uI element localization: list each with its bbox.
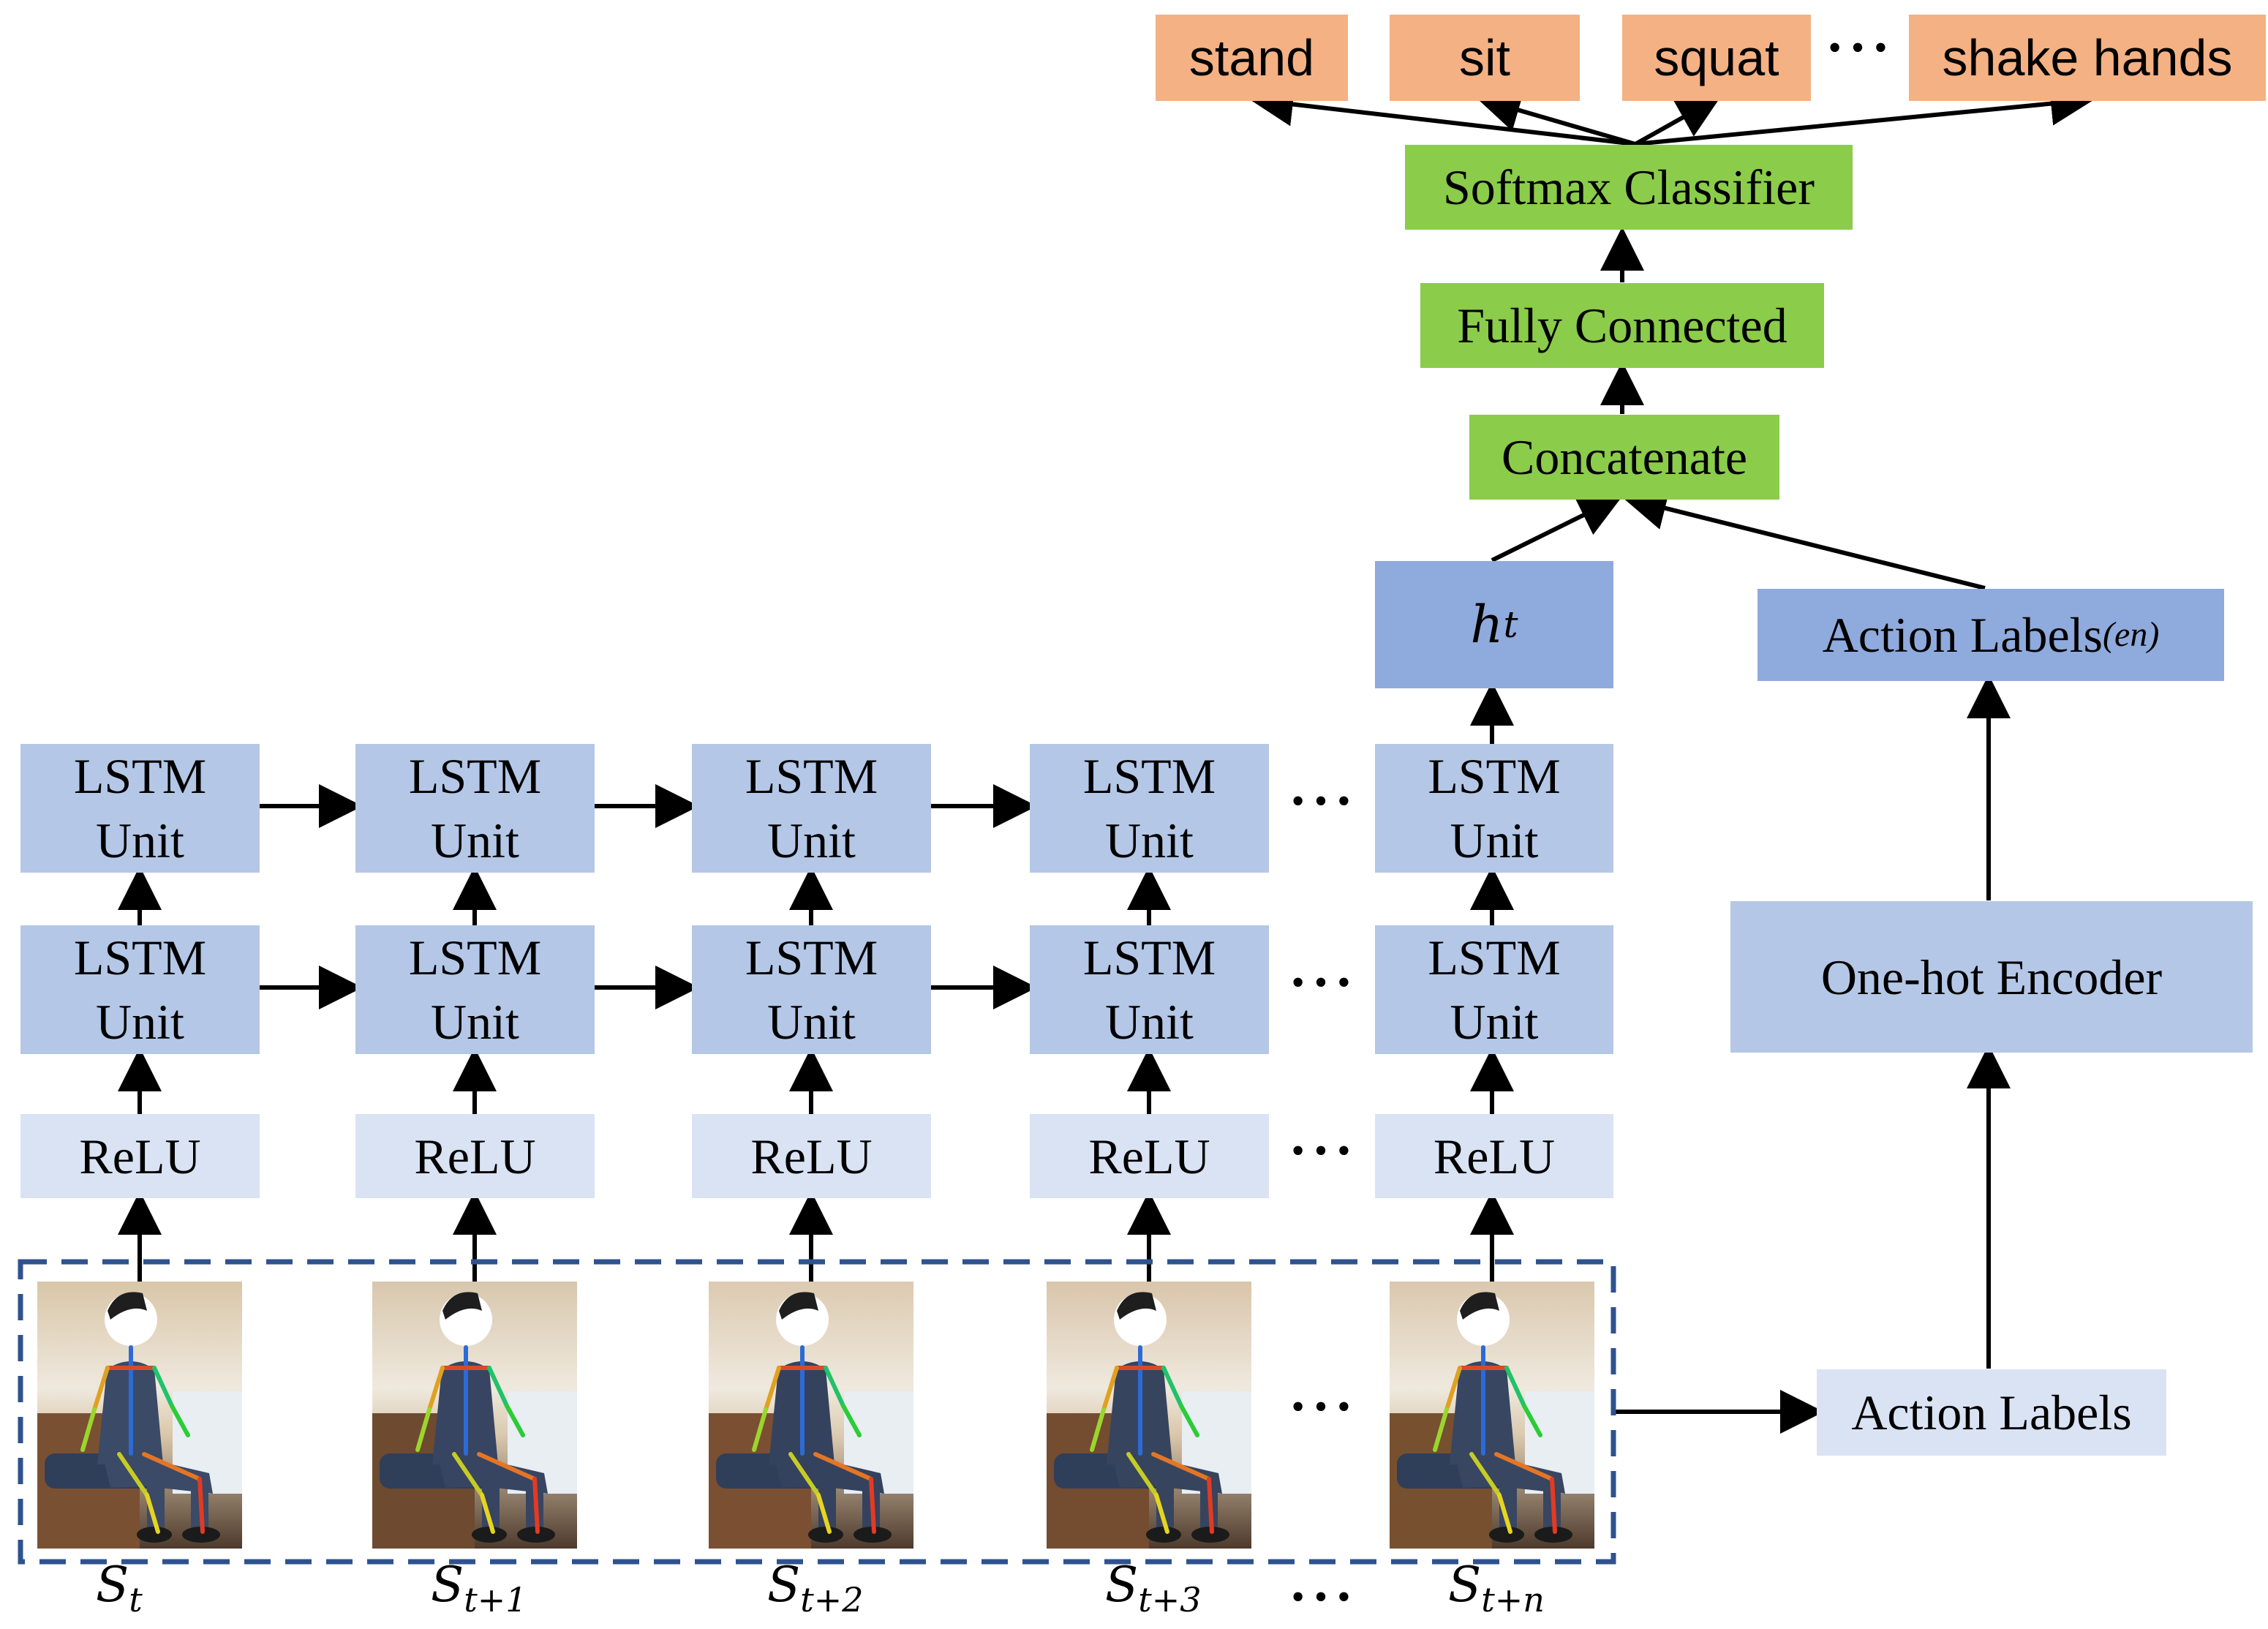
skeleton-figure-1	[37, 1292, 242, 1549]
skeleton-figure-5	[1390, 1292, 1594, 1549]
sequence-label-sub: t	[129, 1580, 143, 1620]
output-sit: sit	[1390, 15, 1580, 101]
sequence-label-1: St	[96, 1557, 242, 1619]
sequence-label-sub: t+3	[1138, 1580, 1202, 1620]
arrow-labels-en-concat	[1622, 486, 1986, 590]
sequence-label-sub: t+n	[1481, 1580, 1545, 1620]
arrow-softmax-stand	[1249, 82, 1636, 146]
arrow-softmax-squat	[1634, 96, 1722, 146]
lstm-top-ellipsis: ···	[1289, 770, 1358, 832]
output-shake-hands: shake hands	[1909, 15, 2266, 101]
skeleton-frame-2	[372, 1282, 577, 1549]
relu-3: ReLU	[692, 1114, 931, 1198]
lstm-bottom-ellipsis: ···	[1289, 952, 1358, 1013]
skeleton-frame-1	[37, 1282, 242, 1549]
sequence-label-base: S	[1448, 1557, 1482, 1613]
sequence-label-3: St+2	[767, 1557, 913, 1619]
sequence-label-sub: t+2	[800, 1580, 864, 1620]
lstm-unit-label-line1: LSTM	[745, 930, 878, 985]
fully-connected-layer: Fully Connected	[1420, 283, 1824, 368]
lstm-unit-top-3: LSTM Unit	[692, 744, 931, 873]
hidden-state-sub: t	[1503, 603, 1518, 646]
skeleton-figure-4	[1047, 1292, 1251, 1549]
output-squat: squat	[1622, 15, 1811, 101]
lstm-unit-top-2: LSTM Unit	[355, 744, 595, 873]
lstm-unit-label-line2: Unit	[767, 813, 856, 868]
lstm-unit-label-line1: LSTM	[1082, 748, 1216, 804]
lstm-unit-label-line2: Unit	[431, 994, 519, 1050]
lstm-unit-label-line2: Unit	[1105, 813, 1194, 868]
skeleton-frame-3	[709, 1282, 913, 1549]
sequence-label-base: S	[767, 1557, 801, 1613]
lstm-unit-label-line2: Unit	[1450, 994, 1539, 1050]
output-stand: stand	[1156, 15, 1348, 101]
relu-2: ReLU	[355, 1114, 595, 1198]
sequence-label-sub: t+1	[464, 1580, 527, 1620]
skeleton-frames-dashed-border	[18, 1259, 1616, 1565]
sequence-label-base: S	[431, 1557, 464, 1613]
skeleton-figure-3	[709, 1292, 913, 1549]
sequence-label-base: S	[96, 1557, 129, 1613]
one-hot-encoder: One-hot Encoder	[1730, 901, 2253, 1053]
arrow-ht-concat	[1491, 495, 1623, 563]
lstm-unit-label-line2: Unit	[1450, 813, 1539, 868]
action-labels-encoded: Action Labels(en)	[1757, 589, 2224, 681]
skeleton-figure-2	[372, 1292, 577, 1549]
relu-5: ReLU	[1375, 1114, 1613, 1198]
lstm-unit-label-line1: LSTM	[73, 930, 207, 985]
lstm-unit-label-line1: LSTM	[745, 748, 878, 804]
action-labels-encoded-sub: (en)	[2103, 615, 2160, 654]
arrow-softmax-sit	[1476, 89, 1636, 146]
relu-4: ReLU	[1030, 1114, 1269, 1198]
lstm-unit-label-line1: LSTM	[1428, 748, 1561, 804]
sequence-label-4: St+3	[1105, 1557, 1251, 1619]
lstm-unit-label-line1: LSTM	[408, 748, 542, 804]
lstm-unit-bottom-1: LSTM Unit	[20, 925, 260, 1054]
lstm-unit-label-line1: LSTM	[73, 748, 207, 804]
lstm-unit-label-line1: LSTM	[1082, 930, 1216, 985]
lstm-unit-top-1: LSTM Unit	[20, 744, 260, 873]
relu-1: ReLU	[20, 1114, 260, 1198]
lstm-unit-bottom-4: LSTM Unit	[1030, 925, 1269, 1054]
skeleton-frame-5	[1390, 1282, 1594, 1549]
sequence-ellipsis: ···	[1289, 1566, 1358, 1628]
lstm-unit-label-line2: Unit	[431, 813, 519, 868]
lstm-unit-label-line2: Unit	[96, 994, 184, 1050]
outputs-ellipsis: ···	[1826, 17, 1895, 78]
lstm-unit-top-4: LSTM Unit	[1030, 744, 1269, 873]
frames-ellipsis: ···	[1289, 1376, 1358, 1437]
skeleton-frame-4	[1047, 1282, 1251, 1549]
action-labels: Action Labels	[1817, 1369, 2166, 1456]
lstm-unit-label-line2: Unit	[767, 994, 856, 1050]
softmax-classifier: Softmax Classifier	[1405, 145, 1853, 230]
lstm-unit-label-line2: Unit	[96, 813, 184, 868]
sequence-label-5: St+n	[1448, 1557, 1594, 1619]
lstm-unit-label-line1: LSTM	[1428, 930, 1561, 985]
lstm-unit-label-line1: LSTM	[408, 930, 542, 985]
sequence-label-base: S	[1105, 1557, 1139, 1613]
lstm-unit-label-line2: Unit	[1105, 994, 1194, 1050]
action-labels-encoded-base: Action Labels	[1822, 607, 2103, 663]
hidden-state-base: h	[1470, 595, 1504, 655]
lstm-unit-top-5: LSTM Unit	[1375, 744, 1613, 873]
lstm-unit-bottom-3: LSTM Unit	[692, 925, 931, 1054]
arrow-softmax-shake-hands	[1635, 81, 2095, 146]
lstm-unit-bottom-5: LSTM Unit	[1375, 925, 1613, 1054]
concatenate-layer: Concatenate	[1469, 415, 1779, 500]
relu-ellipsis: ···	[1289, 1120, 1358, 1181]
lstm-unit-bottom-2: LSTM Unit	[355, 925, 595, 1054]
sequence-label-2: St+1	[431, 1557, 577, 1619]
